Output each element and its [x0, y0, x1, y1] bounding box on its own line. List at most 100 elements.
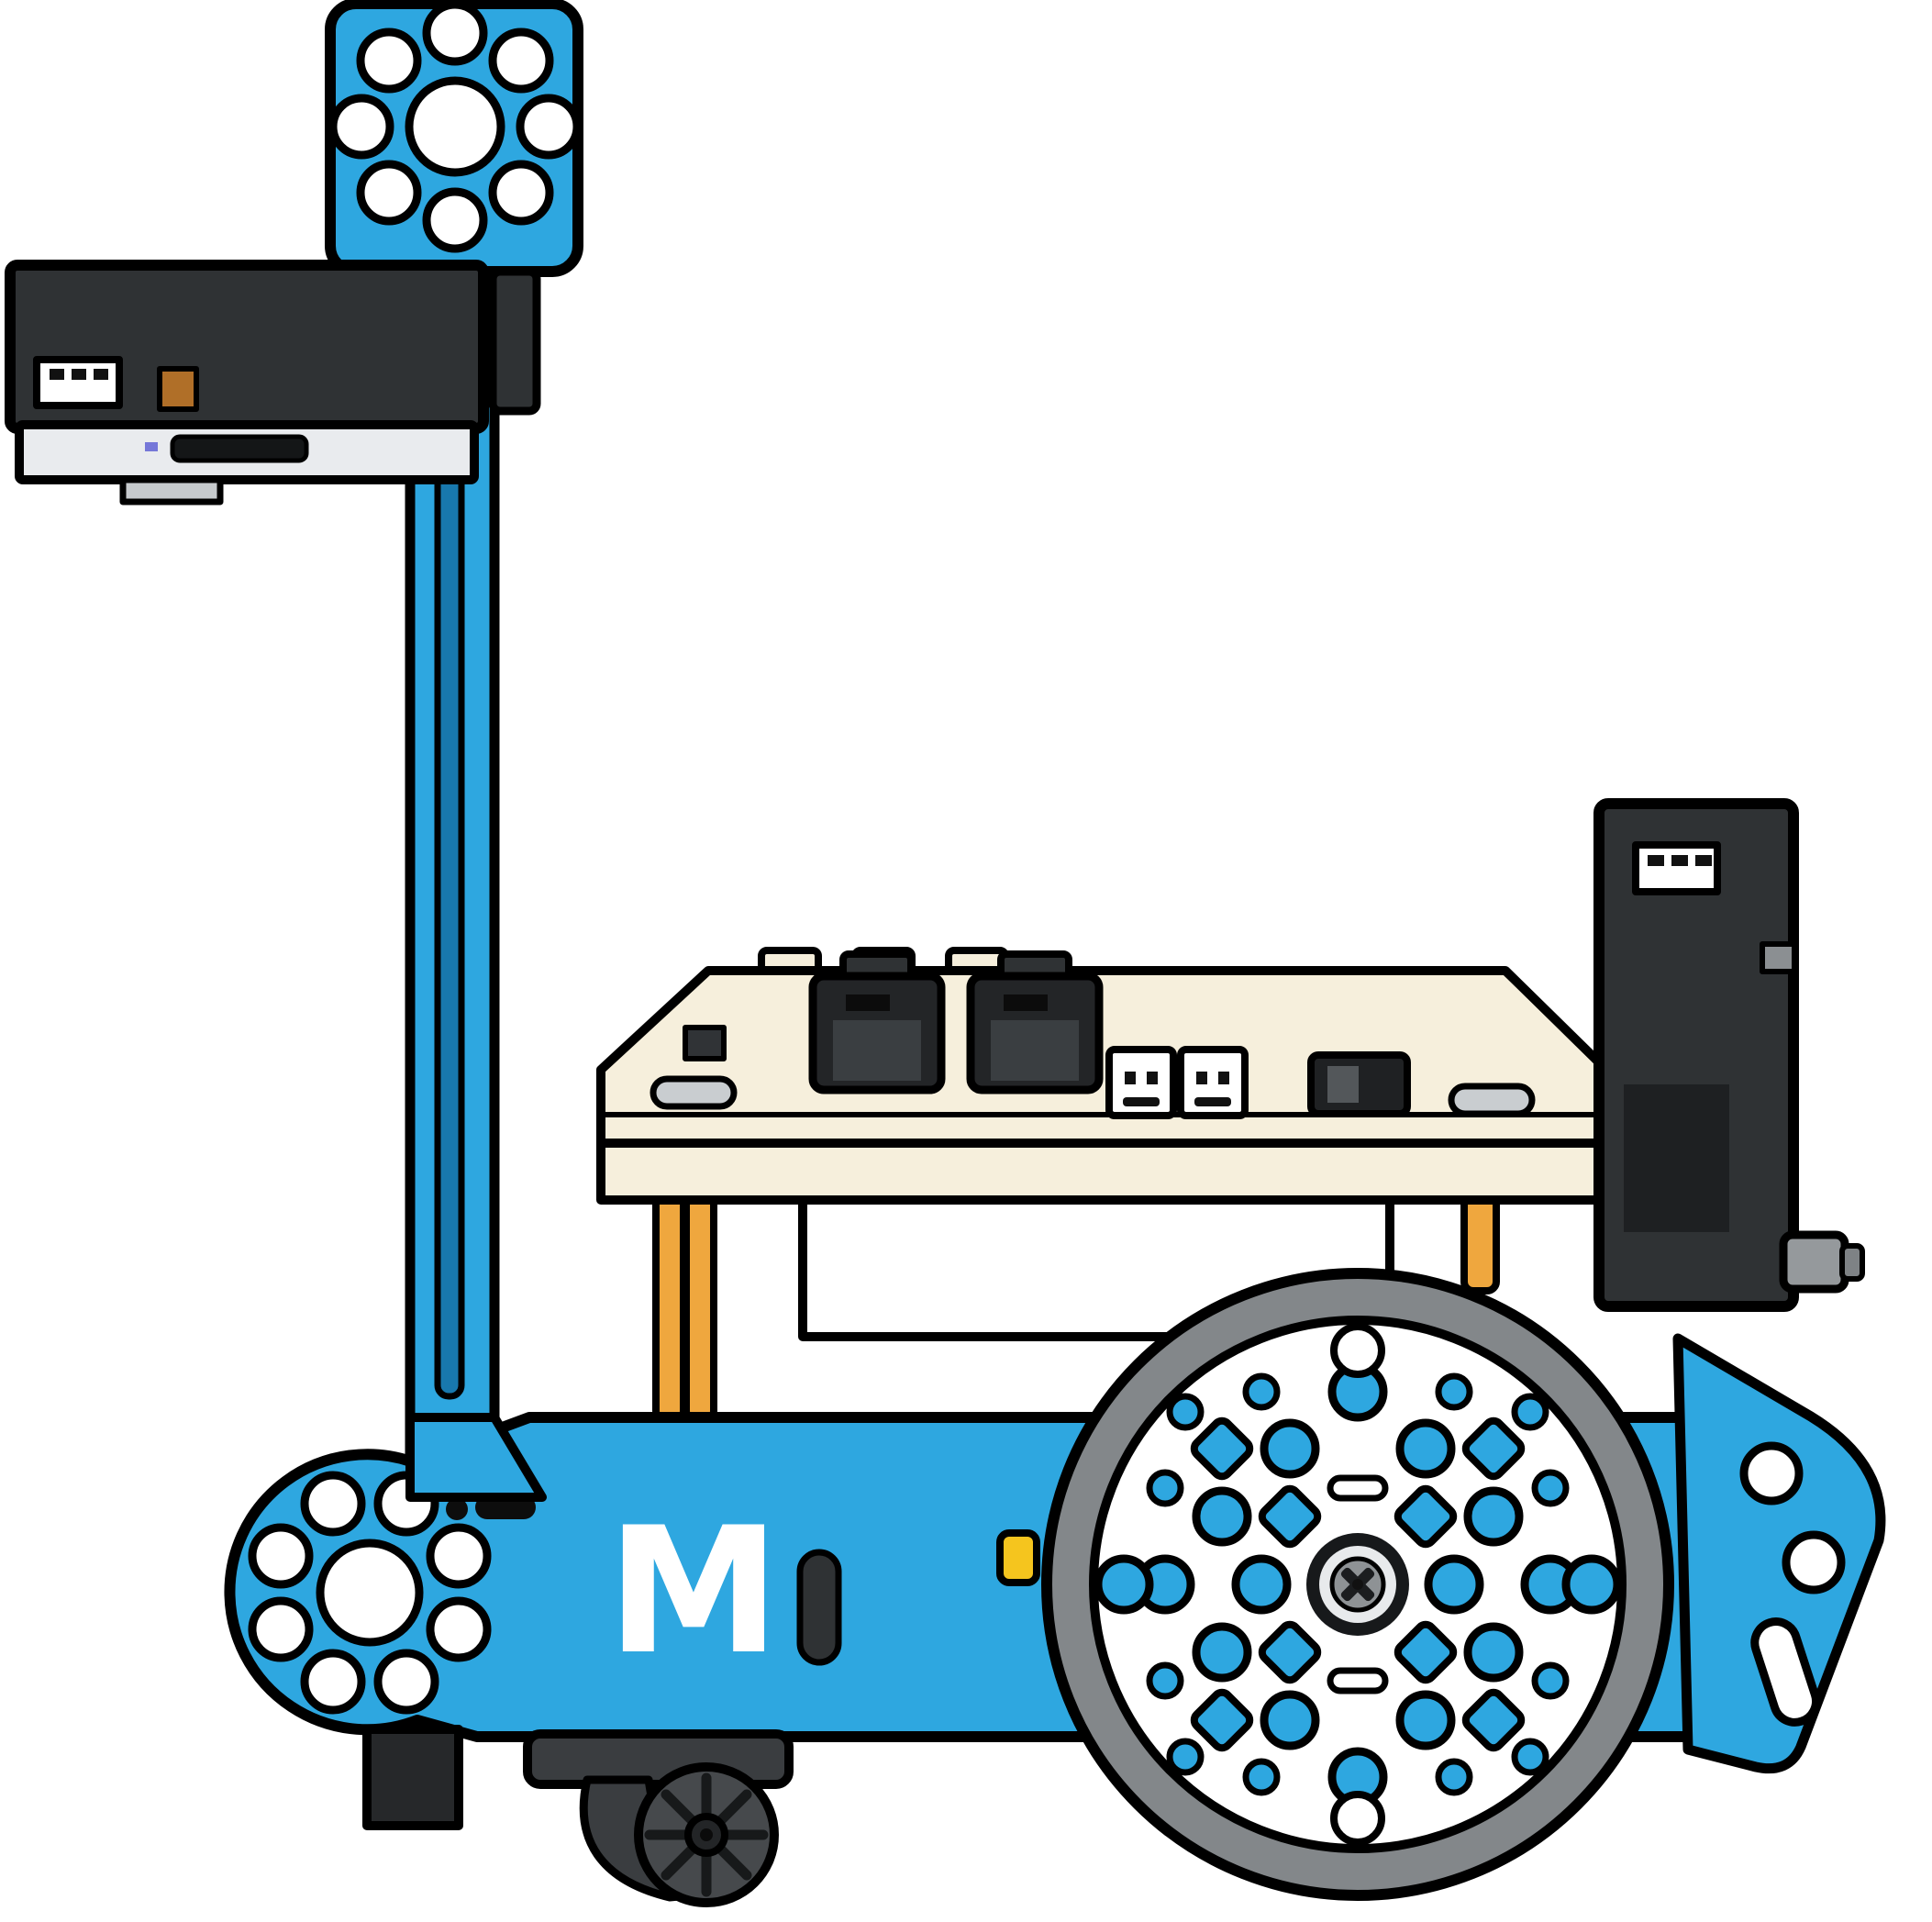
bracket-hole	[488, 160, 554, 226]
bracket-center-hole	[405, 76, 505, 177]
caster-spokes	[644, 1772, 769, 1897]
wheel-hole	[1400, 1694, 1451, 1746]
rear-bracket-body	[1672, 1333, 1886, 1774]
controller-module	[5, 260, 541, 505]
wheel-dot	[1246, 1761, 1277, 1793]
usb-pin	[1695, 855, 1712, 866]
chassis-hole	[426, 1523, 492, 1589]
chassis-hole	[300, 1649, 366, 1715]
module-clamp	[488, 267, 541, 416]
sd-card-slot	[170, 434, 309, 463]
bracket-hole	[422, 0, 488, 66]
board-slot	[1448, 1083, 1536, 1117]
side-module	[1593, 798, 1865, 1312]
bracket-hole	[488, 28, 554, 94]
bracket-hole	[356, 160, 422, 226]
module-recess	[1624, 1084, 1729, 1232]
wheel-hub	[1306, 1533, 1409, 1636]
rear-bracket	[1672, 1333, 1886, 1774]
wheel-hole	[1468, 1627, 1519, 1678]
wheel-dot	[1515, 1396, 1546, 1428]
caster-spoke	[661, 1789, 700, 1828]
beam-foot-bracket	[405, 1413, 547, 1502]
wheel-hole	[1196, 1491, 1248, 1542]
jst-slot	[1123, 1097, 1160, 1106]
wheel-rim-hole	[1334, 1327, 1382, 1374]
usb-connector	[33, 356, 123, 409]
mounting-nut	[1779, 1230, 1849, 1294]
jst-slot	[1194, 1097, 1231, 1106]
jst-pin	[1196, 1072, 1207, 1084]
chassis-pin-hole	[446, 1498, 468, 1520]
wheel-hole	[1196, 1627, 1248, 1678]
led-indicator	[145, 442, 158, 451]
bracket-hole	[422, 187, 488, 253]
wheel-hole	[1264, 1423, 1316, 1474]
usb-pin	[1648, 855, 1664, 866]
wheel-dot	[1149, 1472, 1181, 1504]
usb-pin	[1671, 855, 1688, 866]
rj25-pin-slot	[1004, 994, 1048, 1011]
wheel-dot	[1535, 1665, 1566, 1696]
board-slot	[650, 1075, 738, 1110]
module-foot	[119, 476, 224, 505]
power-switch	[1307, 1051, 1411, 1117]
board-front-edge	[596, 1139, 1604, 1205]
usb-connector	[1632, 841, 1721, 895]
rj25-pin-slot	[846, 994, 890, 1011]
chassis-hole	[300, 1471, 366, 1537]
wheel-dot	[1170, 1741, 1201, 1772]
wheel-dot	[1438, 1761, 1470, 1793]
chassis-hole	[426, 1596, 492, 1662]
chassis-dark-slot	[796, 1549, 842, 1666]
bracket-hole	[328, 94, 394, 160]
board-component	[683, 1025, 727, 1061]
wheel-dot	[1535, 1472, 1566, 1504]
bracket-hole	[1739, 1441, 1804, 1505]
usb-pin	[94, 369, 108, 380]
wheel-dot	[1149, 1665, 1181, 1696]
chassis-hole	[248, 1523, 314, 1589]
caster-spoke	[713, 1841, 752, 1881]
chassis-center-hole	[316, 1539, 424, 1647]
module-port	[1760, 941, 1797, 974]
under-chassis-box	[362, 1725, 463, 1830]
bracket-hole	[356, 28, 422, 94]
jst-pin	[1125, 1072, 1136, 1084]
standoff	[683, 1180, 717, 1424]
bracket-slot	[1750, 1617, 1821, 1727]
wheel-hole	[1400, 1423, 1451, 1474]
hub-center	[1352, 1579, 1363, 1590]
power-switch-slider	[1327, 1066, 1359, 1103]
bracket-hole	[1782, 1530, 1846, 1594]
bracket-hole	[516, 94, 582, 160]
wheel-rim-hole	[1334, 1794, 1382, 1842]
wheel-hole	[1098, 1559, 1149, 1610]
wheel-dot	[1438, 1376, 1470, 1407]
jst-pin	[1147, 1072, 1158, 1084]
bolt-end	[1839, 1243, 1865, 1282]
rj25-opening	[833, 1020, 921, 1081]
wheel-slot	[1330, 1478, 1385, 1498]
wheel-hole	[1566, 1559, 1617, 1610]
makeblock-logo: M	[606, 1490, 780, 1693]
wheel-hole	[1236, 1559, 1287, 1610]
caster-spoke	[661, 1841, 700, 1881]
motor-shaft	[996, 1529, 1040, 1586]
rj25-opening	[991, 1020, 1079, 1081]
usb-pin	[50, 369, 64, 380]
jst-pin	[1218, 1072, 1229, 1084]
wheel-dot	[1246, 1376, 1277, 1407]
usb-pin	[72, 369, 86, 380]
caster-spoke	[713, 1789, 752, 1828]
drive-wheel	[1041, 1268, 1674, 1901]
wheel-hole	[1264, 1694, 1316, 1746]
component-chip	[157, 366, 199, 412]
top-mounting-bracket	[325, 0, 583, 277]
standoff	[652, 1180, 687, 1424]
main-board	[596, 947, 1604, 1341]
wheel-dot	[1170, 1396, 1201, 1428]
chassis-hole	[373, 1649, 439, 1715]
